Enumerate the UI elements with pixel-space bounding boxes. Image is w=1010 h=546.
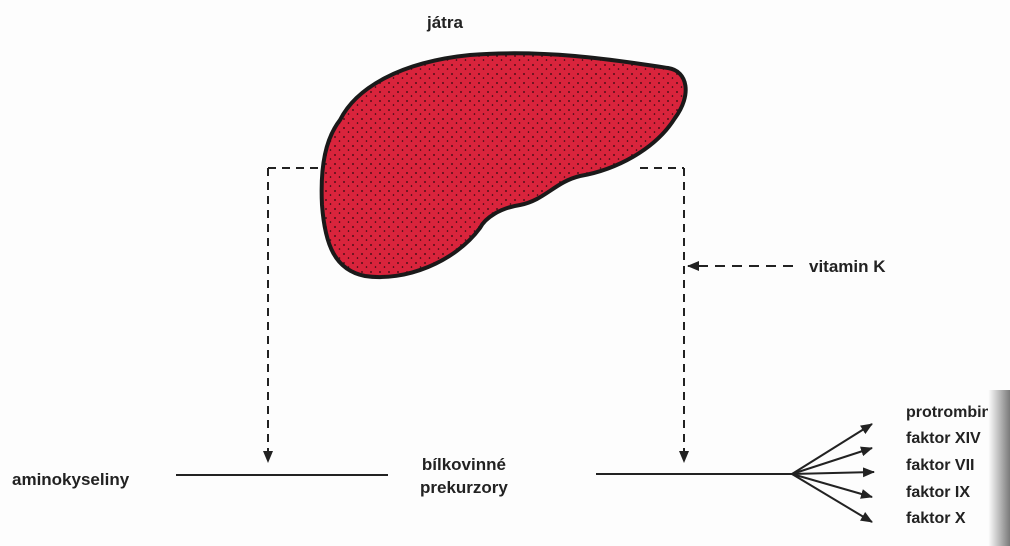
factor-arrows xyxy=(792,424,874,522)
vitamin-k-label: vitamin K xyxy=(809,258,886,275)
left-dashed-connector xyxy=(268,168,318,462)
arrow-faktor-x xyxy=(792,474,872,522)
liver-title: játra xyxy=(427,14,463,31)
arrow-faktor-vii xyxy=(792,472,874,474)
factor-label: faktor IX xyxy=(906,485,970,501)
factor-label: faktor VII xyxy=(906,458,974,474)
aminoacid-label: aminokyseliny xyxy=(12,471,129,488)
precursor-label: bílkovinné prekurzory xyxy=(420,454,508,500)
factor-label: faktor XIV xyxy=(906,431,981,447)
factor-label: protrombin xyxy=(906,405,991,421)
arrow-faktor-xiv xyxy=(792,448,872,474)
arrow-faktor-ix xyxy=(792,474,872,497)
liver-shape xyxy=(322,53,686,277)
page-edge-shadow xyxy=(988,390,1010,546)
right-dashed-connector xyxy=(640,168,684,462)
factor-label: faktor X xyxy=(906,511,966,527)
precursor-label-line2: prekurzory xyxy=(420,477,508,500)
arrow-protrombin xyxy=(792,424,872,474)
precursor-label-line1: bílkovinné xyxy=(420,454,508,477)
